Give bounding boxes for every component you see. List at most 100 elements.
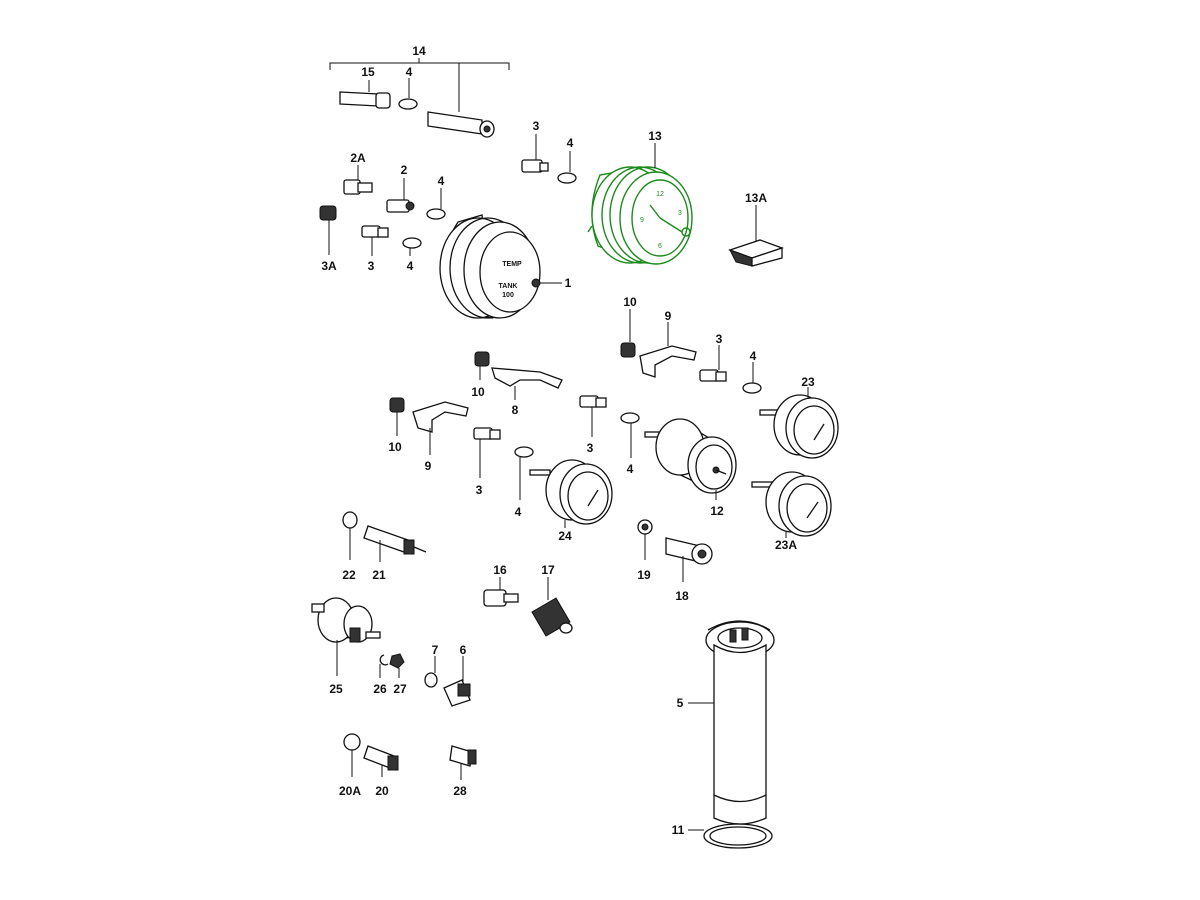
callout-19[interactable]: 19: [637, 568, 651, 582]
callout-7[interactable]: 7: [432, 643, 439, 657]
part-4-bulb-g[interactable]: 4: [620, 412, 640, 476]
part-13A-relay[interactable]: 13A: [728, 191, 784, 267]
part-16-sensor[interactable]: 16: [483, 563, 519, 607]
part-10-nut-c[interactable]: 10: [388, 397, 405, 454]
callout-4-d[interactable]: 4: [407, 259, 414, 273]
part-26-clip[interactable]: 26: [373, 654, 389, 696]
callout-16[interactable]: 16: [493, 563, 507, 577]
part-3-bulb-holder-a[interactable]: 3: [521, 119, 549, 173]
callout-23A[interactable]: 23A: [775, 538, 797, 552]
part-3A-cap[interactable]: 3A: [319, 205, 337, 273]
callout-20[interactable]: 20: [375, 784, 389, 798]
part-4-bulb-e[interactable]: 4: [742, 349, 762, 394]
callout-4-b[interactable]: 4: [567, 136, 574, 150]
svg-text:9: 9: [640, 217, 644, 224]
callout-10-a[interactable]: 10: [623, 295, 637, 309]
part-23-gauge[interactable]: 23: [759, 375, 839, 459]
callout-2[interactable]: 2: [401, 163, 408, 177]
part-22-washer[interactable]: 22: [342, 511, 358, 582]
callout-1[interactable]: 1: [565, 276, 572, 290]
svg-text:12: 12: [656, 191, 664, 198]
part-9-bracket-b[interactable]: 9: [412, 401, 469, 473]
part-28-switch[interactable]: 28: [449, 745, 477, 798]
callout-11[interactable]: 11: [672, 823, 685, 837]
part-4-bulb-a[interactable]: 4: [398, 65, 418, 110]
part-15-bulb-socket[interactable]: 15: [339, 65, 391, 109]
callout-4-g[interactable]: 4: [627, 462, 634, 476]
part-10-nut-b[interactable]: 10: [471, 351, 490, 399]
part-2A-socket[interactable]: 2A: [343, 151, 373, 195]
part-7-washer[interactable]: 7: [424, 643, 439, 688]
part-10-nut-a[interactable]: 10: [620, 295, 637, 358]
callout-4-a[interactable]: 4: [406, 65, 413, 79]
part-25-fuel-pump[interactable]: 25: [311, 597, 381, 696]
callout-10-b[interactable]: 10: [471, 385, 485, 399]
callout-4-f[interactable]: 4: [515, 505, 522, 519]
callout-27[interactable]: 27: [393, 682, 407, 696]
part-4-bulb-f[interactable]: 4: [514, 446, 534, 519]
callout-9-a[interactable]: 9: [665, 309, 672, 323]
gauge-dial-unit: 100: [502, 292, 514, 299]
callout-13A[interactable]: 13A: [745, 191, 767, 205]
part-13-clock-highlighted[interactable]: 12 3 6 9 13: [587, 129, 693, 265]
part-20A-washer[interactable]: 20A: [339, 733, 361, 798]
callout-17[interactable]: 17: [541, 563, 555, 577]
assembly-14: 14 15 4: [329, 44, 510, 138]
part-5-tank-sender-tube[interactable]: 5: [677, 620, 775, 825]
callout-3A[interactable]: 3A: [321, 259, 337, 273]
callout-12[interactable]: 12: [710, 504, 724, 518]
part-1-combi-gauge[interactable]: TEMP TANK 100 1: [439, 214, 572, 319]
part-9-bracket-a[interactable]: 9: [639, 309, 697, 378]
callout-14[interactable]: 14: [412, 44, 426, 58]
callout-18[interactable]: 18: [675, 589, 689, 603]
part-23A-gauge[interactable]: 23A: [751, 471, 832, 552]
part-4-bulb-c[interactable]: 4: [426, 174, 446, 220]
part-6-sender[interactable]: 6: [443, 643, 471, 707]
callout-3-b[interactable]: 3: [368, 259, 375, 273]
callout-21[interactable]: 21: [372, 568, 386, 582]
part-12-tachometer[interactable]: 12: [644, 418, 737, 518]
part-27-nut[interactable]: 27: [389, 653, 407, 696]
gauge-dial-tank: TANK: [499, 283, 518, 290]
callout-10-c[interactable]: 10: [388, 440, 402, 454]
callout-20A[interactable]: 20A: [339, 784, 361, 798]
callout-26[interactable]: 26: [373, 682, 387, 696]
callout-3-a[interactable]: 3: [533, 119, 540, 133]
callout-3-d[interactable]: 3: [476, 483, 483, 497]
callout-4-c[interactable]: 4: [438, 174, 445, 188]
callout-22[interactable]: 22: [342, 568, 356, 582]
part-18-switch[interactable]: 18: [665, 537, 713, 603]
part-21-sender[interactable]: 21: [363, 525, 427, 582]
callout-3-c[interactable]: 3: [716, 332, 723, 346]
svg-text:6: 6: [658, 243, 662, 250]
part-2-socket[interactable]: 2: [386, 163, 415, 213]
callout-8[interactable]: 8: [512, 403, 519, 417]
part-11-gasket[interactable]: 11: [672, 823, 773, 849]
svg-text:3: 3: [678, 210, 682, 217]
callout-15[interactable]: 15: [361, 65, 375, 79]
callout-3-e[interactable]: 3: [587, 441, 594, 455]
part-3-bulb-holder-b[interactable]: 3: [361, 225, 389, 273]
callout-4-e[interactable]: 4: [750, 349, 757, 363]
callout-13[interactable]: 13: [648, 129, 662, 143]
part-3-bulb-holder-d[interactable]: 3: [473, 427, 501, 497]
callout-23[interactable]: 23: [801, 375, 815, 389]
callout-9-b[interactable]: 9: [425, 459, 432, 473]
part-17-filter[interactable]: 17: [531, 563, 573, 637]
part-19-connector[interactable]: 19: [637, 519, 653, 582]
callout-6[interactable]: 6: [460, 643, 467, 657]
callout-25[interactable]: 25: [329, 682, 343, 696]
part-20-sender[interactable]: 20: [363, 745, 399, 798]
part-3-bulb-holder-c[interactable]: 3: [699, 332, 727, 382]
part-4-bulb-b[interactable]: 4: [557, 136, 577, 184]
callout-28[interactable]: 28: [453, 784, 467, 798]
part-24-gauge[interactable]: 24: [529, 459, 613, 543]
callout-24[interactable]: 24: [558, 529, 572, 543]
part-4-bulb-d[interactable]: 4: [402, 237, 422, 273]
part-8-bracket[interactable]: 8: [491, 367, 563, 417]
callout-5[interactable]: 5: [677, 696, 684, 710]
part-3-bulb-holder-e[interactable]: 3: [579, 395, 607, 455]
callout-2A[interactable]: 2A: [350, 151, 366, 165]
part-14-socket-long[interactable]: [427, 111, 495, 138]
